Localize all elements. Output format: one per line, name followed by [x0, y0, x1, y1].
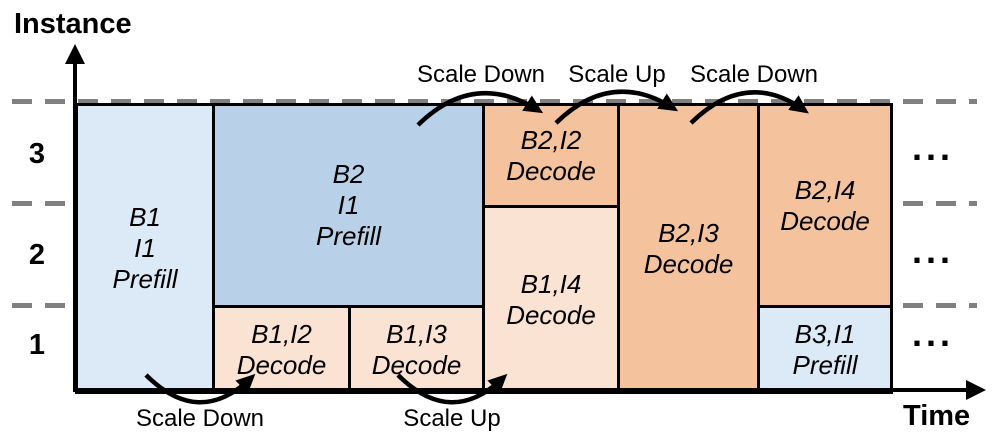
- box-line: Prefill: [315, 221, 381, 251]
- task-box-b1-i1-prefill: B1 I1 Prefill: [75, 103, 215, 394]
- box-line: B2: [332, 159, 365, 189]
- task-box-label: B1,I4 Decode: [506, 269, 596, 331]
- task-box-label: B3,I1 Prefill: [792, 319, 857, 381]
- scale-down-label-bottom: Scale Down: [135, 405, 265, 432]
- box-line: B3,I1: [794, 318, 856, 349]
- task-box-b1-i4-decode: B1,I4 Decode: [482, 205, 620, 394]
- y-tick-3: 3: [28, 138, 46, 170]
- box-line: B2,I4: [794, 174, 856, 205]
- box-line: I1: [134, 233, 156, 263]
- ellipsis-row-1: ...: [912, 313, 955, 354]
- scale-down-label-top-1: Scale Down: [416, 61, 546, 88]
- x-axis-title: Time: [903, 400, 971, 432]
- box-line: Decode: [780, 205, 870, 236]
- x-axis: [73, 388, 968, 392]
- box-line: I1: [337, 190, 360, 220]
- task-box-b2-i1-prefill: B2 I1 Prefill: [212, 103, 485, 308]
- x-axis-arrowhead-icon: [966, 380, 986, 400]
- box-line: B1: [129, 202, 161, 232]
- scale-up-label-bottom: Scale Up: [403, 405, 501, 432]
- box-line: Decode: [371, 349, 462, 380]
- box-line: B1,I3: [386, 318, 447, 349]
- y-tick-1: 1: [28, 329, 46, 361]
- task-box-label: B2,I3 Decode: [644, 218, 734, 280]
- y-axis-arrowhead-icon: [65, 44, 85, 64]
- task-box-b2-i4-decode: B2,I4 Decode: [757, 103, 893, 308]
- ellipsis-row-2: ...: [912, 230, 955, 271]
- box-line: Decode: [506, 299, 596, 330]
- task-box-label: B1,I3 Decode: [372, 319, 462, 381]
- y-axis: [73, 60, 77, 391]
- task-box-b1-i2-decode: B1,I2 Decode: [212, 305, 351, 394]
- scale-up-label-top: Scale Up: [568, 61, 666, 88]
- box-line: Decode: [236, 349, 327, 380]
- task-box-label: B1 I1 Prefill: [112, 202, 177, 295]
- scale-down-label-top-2: Scale Down: [689, 61, 819, 88]
- task-box-label: B2,I4 Decode: [780, 175, 870, 237]
- box-line: B1,I2: [251, 318, 312, 349]
- task-box-label: B1,I2 Decode: [237, 319, 327, 381]
- box-line: Decode: [643, 248, 734, 279]
- box-line: Prefill: [792, 349, 858, 380]
- box-line: Decode: [506, 155, 596, 186]
- task-box-b1-i3-decode: B1,I3 Decode: [348, 305, 485, 394]
- box-line: Prefill: [112, 264, 178, 294]
- ellipsis-row-3: ...: [912, 127, 955, 168]
- task-box-label: B2 I1 Prefill: [316, 159, 381, 252]
- box-line: B1,I4: [520, 268, 582, 299]
- task-box-b2-i2-decode: B2,I2 Decode: [482, 103, 620, 208]
- box-line: B2,I2: [520, 124, 582, 155]
- task-box-b3-i1-prefill: B3,I1 Prefill: [757, 305, 893, 394]
- y-tick-2: 2: [28, 239, 46, 271]
- task-box-b2-i3-decode: B2,I3 Decode: [617, 103, 760, 394]
- y-axis-title: Instance: [14, 8, 132, 40]
- box-line: B2,I3: [658, 217, 719, 248]
- task-box-label: B2,I2 Decode: [506, 125, 596, 187]
